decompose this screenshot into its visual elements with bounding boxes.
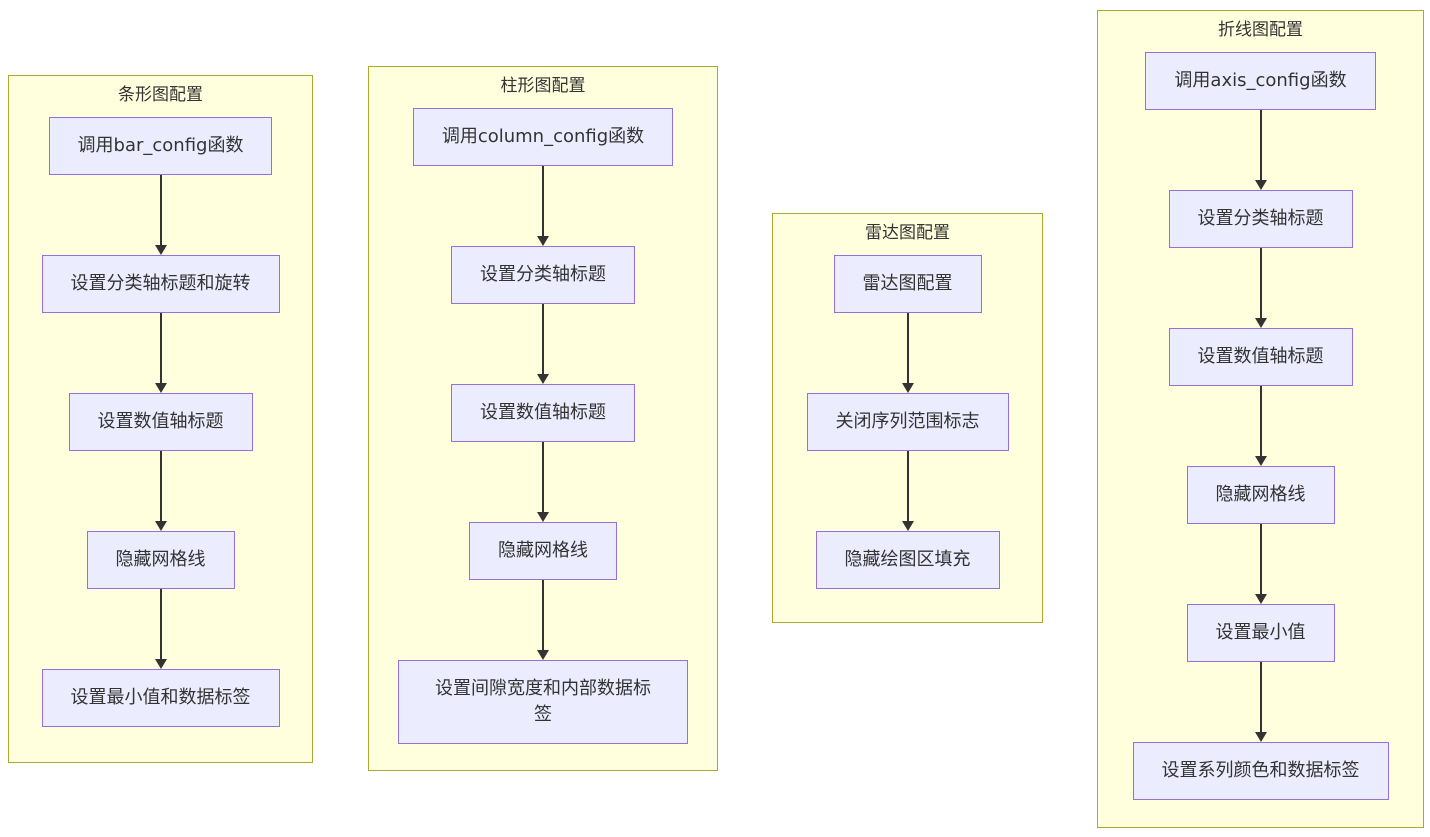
arrow-head-icon	[901, 521, 914, 531]
node-line-config-5: 设置最小值	[1186, 604, 1335, 662]
node-radar-config-1: 雷达图配置	[833, 255, 982, 313]
node-line-config-1: 调用axis_config函数	[1145, 52, 1376, 110]
node-line-config-6: 设置系列颜色和数据标签	[1132, 742, 1389, 800]
arrow-line	[1259, 524, 1262, 595]
arrow-connector	[901, 313, 914, 393]
node-bar-config-5: 设置最小值和数据标签	[41, 669, 280, 727]
subgraph-column-config: 柱形图配置 调用column_config函数 设置分类轴标题 设置数值轴标题 …	[368, 66, 718, 771]
subgraph-title-radar-config: 雷达图配置	[865, 223, 950, 243]
arrow-head-icon	[154, 245, 167, 255]
arrow-line	[159, 589, 162, 660]
arrow-head-icon	[1254, 732, 1267, 742]
arrow-head-icon	[901, 383, 914, 393]
arrow-connector	[1254, 524, 1267, 604]
arrow-line	[542, 442, 544, 513]
node-column-config-3: 设置数值轴标题	[451, 384, 635, 442]
arrow-line	[1259, 248, 1262, 319]
subgraph-nodes: 雷达图配置 关闭序列范围标志 隐藏绘图区填充	[806, 255, 1009, 589]
subgraph-bar-config: 条形图配置 调用bar_config函数 设置分类轴标题和旋转 设置数值轴标题 …	[8, 75, 313, 763]
arrow-line	[906, 451, 909, 522]
node-column-config-5: 设置间隙宽度和内部数据标签	[398, 660, 688, 744]
arrow-connector	[1254, 386, 1267, 466]
subgraph-line-config: 折线图配置 调用axis_config函数 设置分类轴标题 设置数值轴标题 隐藏…	[1097, 10, 1424, 828]
arrow-connector	[154, 313, 167, 393]
node-bar-config-4: 隐藏网格线	[86, 531, 235, 589]
arrow-head-icon	[1254, 594, 1267, 604]
arrow-line	[906, 313, 909, 384]
node-line-config-2: 设置分类轴标题	[1168, 190, 1353, 248]
arrow-connector	[1254, 248, 1267, 328]
node-column-config-1: 调用column_config函数	[412, 108, 674, 166]
arrow-line	[542, 580, 544, 651]
arrow-head-icon	[1254, 318, 1267, 328]
arrow-line	[542, 166, 544, 237]
arrow-connector	[537, 304, 549, 384]
node-radar-config-2: 关闭序列范围标志	[806, 393, 1009, 451]
subgraph-title-line-config: 折线图配置	[1218, 20, 1303, 40]
subgraph-title-bar-config: 条形图配置	[118, 85, 203, 105]
node-radar-config-3: 隐藏绘图区填充	[815, 531, 1000, 589]
subgraph-nodes: 调用column_config函数 设置分类轴标题 设置数值轴标题 隐藏网格线 …	[398, 108, 688, 744]
subgraph-nodes: 调用bar_config函数 设置分类轴标题和旋转 设置数值轴标题 隐藏网格线 …	[41, 117, 280, 727]
node-column-config-4: 隐藏网格线	[469, 522, 617, 580]
arrow-head-icon	[537, 650, 549, 660]
node-bar-config-1: 调用bar_config函数	[48, 117, 273, 175]
arrow-head-icon	[1254, 180, 1267, 190]
arrow-connector	[1254, 110, 1267, 190]
arrow-connector	[1254, 662, 1267, 742]
arrow-head-icon	[537, 512, 549, 522]
arrow-connector	[537, 166, 549, 246]
arrow-line	[1259, 110, 1262, 181]
arrow-head-icon	[537, 374, 549, 384]
subgraph-title-column-config: 柱形图配置	[500, 76, 586, 96]
node-bar-config-3: 设置数值轴标题	[68, 393, 253, 451]
node-column-config-2: 设置分类轴标题	[451, 246, 635, 304]
arrow-connector	[901, 451, 914, 531]
arrow-head-icon	[154, 383, 167, 393]
arrow-connector	[537, 580, 549, 660]
node-bar-config-2: 设置分类轴标题和旋转	[41, 255, 280, 313]
subgraph-radar-config: 雷达图配置 雷达图配置 关闭序列范围标志 隐藏绘图区填充	[772, 213, 1043, 623]
node-line-config-3: 设置数值轴标题	[1168, 328, 1353, 386]
arrow-line	[542, 304, 544, 375]
arrow-connector	[154, 451, 167, 531]
arrow-head-icon	[154, 659, 167, 669]
arrow-connector	[154, 175, 167, 255]
arrow-line	[159, 313, 162, 384]
arrow-line	[1259, 386, 1262, 457]
arrow-line	[1259, 662, 1262, 733]
arrow-connector	[154, 589, 167, 669]
subgraph-nodes: 调用axis_config函数 设置分类轴标题 设置数值轴标题 隐藏网格线 设置…	[1132, 52, 1389, 800]
arrow-head-icon	[1254, 456, 1267, 466]
arrow-line	[159, 175, 162, 246]
arrow-head-icon	[537, 236, 549, 246]
arrow-head-icon	[154, 521, 167, 531]
arrow-line	[159, 451, 162, 522]
node-line-config-4: 隐藏网格线	[1186, 466, 1335, 524]
arrow-connector	[537, 442, 549, 522]
